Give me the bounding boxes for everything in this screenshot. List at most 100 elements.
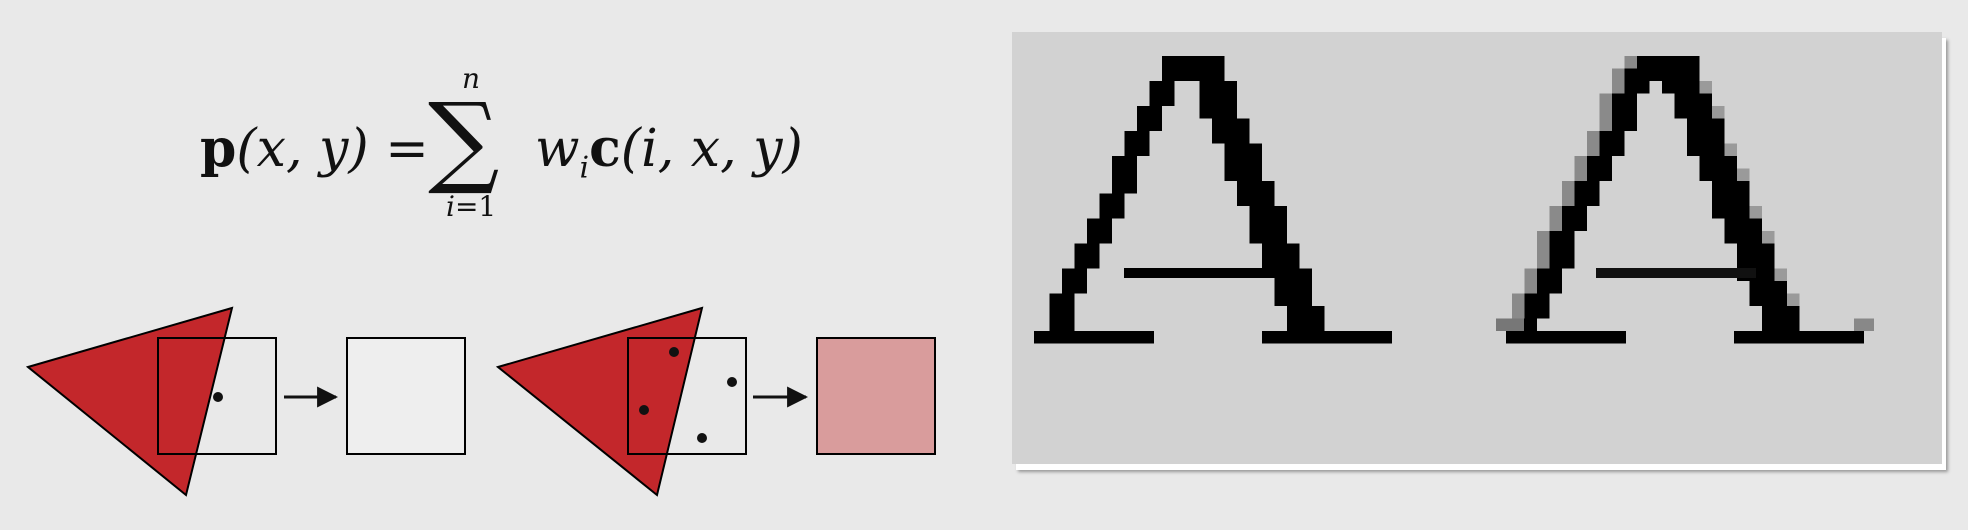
- formula-lhs: p(x, y) =: [200, 118, 429, 179]
- letter-pixel-row: [1137, 118, 1162, 131]
- letter-pixel-row: [1549, 256, 1575, 269]
- sample-point: [213, 392, 223, 402]
- aa-edge-pixel: [1537, 243, 1550, 256]
- letter-pixel-row: [1562, 218, 1587, 231]
- letter-pixel-row: [1187, 56, 1225, 69]
- aa-edge-pixel: [1512, 293, 1525, 306]
- aa-edge-pixel: [1774, 268, 1787, 281]
- letter-pixel-row: [1262, 243, 1300, 256]
- letter-pixel-row: [1074, 256, 1100, 269]
- formula-sigma: ∑: [428, 81, 500, 198]
- formula-p: p: [200, 118, 237, 179]
- letter-pixel-row: [1074, 243, 1100, 256]
- aa-edge-pixel: [1537, 256, 1550, 269]
- letter-pixel-row: [1224, 156, 1262, 169]
- letter-crossbar: [1596, 268, 1756, 278]
- multi-sample-example: [495, 306, 936, 497]
- letter-pixel-row: [1574, 181, 1600, 194]
- letter-pixel-row: [1749, 293, 1787, 306]
- letter-pixel-row: [1137, 106, 1162, 119]
- aa-edge-pixel: [1854, 318, 1874, 331]
- letter-pixel-row: [1249, 206, 1287, 219]
- letter-pixel-row: [1737, 243, 1775, 256]
- formula-lower-var: i: [446, 190, 455, 223]
- aa-edge-pixel: [1496, 318, 1524, 331]
- letter-pixel-row: [1749, 281, 1787, 294]
- aa-edge-pixel: [1599, 118, 1612, 131]
- aa-edge-pixel: [1562, 181, 1575, 194]
- letter-pixel-row: [1674, 93, 1712, 106]
- letter-pixel-row: [1149, 93, 1175, 106]
- letter-pixel-row: [1124, 143, 1150, 156]
- letter-pixel-row: [1712, 181, 1750, 194]
- sample-point: [727, 377, 737, 387]
- letter-pixel-row: [1049, 306, 1075, 319]
- aa-edge-pixel: [1737, 168, 1750, 181]
- output-pixel-empty: [346, 337, 466, 455]
- aa-edge-pixel: [1587, 143, 1600, 156]
- letter-pixel-row: [1199, 81, 1237, 94]
- formula-w-sub: i: [579, 150, 590, 186]
- aa-edge-pixel: [1562, 193, 1575, 206]
- letter-pixel-row: [1112, 156, 1137, 169]
- letter-pixel-row: [1112, 168, 1137, 181]
- letter-pixel-row: [1187, 68, 1225, 81]
- aa-edge-pixel: [1524, 268, 1537, 281]
- aliased-letter-a: [1034, 56, 1392, 344]
- aliasing-comparison-panel: [1012, 32, 1942, 464]
- sample-point: [697, 433, 707, 443]
- letter-pixel-row: [1662, 81, 1700, 94]
- formula-c: c: [589, 118, 621, 179]
- sample-point: [639, 405, 649, 415]
- letter-pixel-row: [1274, 293, 1312, 306]
- aa-edge-pixel: [1524, 281, 1537, 294]
- letter-pixel-row: [1062, 268, 1087, 281]
- formula-rhs: wic(i, x, y): [535, 118, 803, 185]
- letter-pixel-row: [1274, 281, 1312, 294]
- letter-pixel-row: [1712, 206, 1750, 219]
- formula-lower-limit: i=1: [446, 190, 496, 223]
- letter-pixel-row: [1612, 93, 1637, 106]
- letter-pixel-row: [1224, 168, 1262, 181]
- letter-pixel-row: [1199, 93, 1237, 106]
- aa-edge-pixel: [1612, 81, 1625, 94]
- formula-rhs-args: (i, x, y): [620, 119, 803, 179]
- aa-edge-pixel: [1724, 143, 1737, 156]
- aa-edge-pixel: [1749, 206, 1762, 219]
- letter-pixel-row: [1087, 218, 1112, 231]
- aa-edge-pixel: [1599, 106, 1612, 119]
- aa-edge-pixel: [1574, 156, 1587, 169]
- letter-pixel-row: [1699, 168, 1737, 181]
- letter-pixel-row: [1687, 118, 1725, 131]
- antialiased-letter-a: [1496, 56, 1874, 344]
- letter-pixel-row: [1549, 231, 1575, 244]
- letter-pixel-row: [1237, 193, 1275, 206]
- letter-pixel-row: [1062, 281, 1087, 294]
- aa-edge-pixel: [1587, 131, 1600, 144]
- letter-pixel-row: [1249, 218, 1287, 231]
- letter-pixel-row: [1687, 131, 1725, 144]
- aa-edge-pixel: [1712, 106, 1725, 119]
- letter-pixel-row: [1524, 306, 1550, 319]
- formula-lhs-args: (x, y) =: [236, 119, 429, 179]
- letter-pixel-row: [1587, 156, 1612, 169]
- aa-edge-pixel: [1762, 231, 1775, 244]
- aa-edge-pixel: [1549, 206, 1562, 219]
- letter-pixel-row: [1287, 318, 1325, 331]
- sampling-diagram: [25, 306, 936, 497]
- letter-pixel-row: [1537, 281, 1562, 294]
- letter-pixel-row: [1224, 143, 1262, 156]
- letter-pixel-row: [1712, 193, 1750, 206]
- letter-pixel-row: [1724, 218, 1762, 231]
- letter-pixel-row: [1599, 143, 1625, 156]
- letter-pixel-row: [1249, 231, 1287, 244]
- formula-w: w: [535, 119, 580, 179]
- letter-pixel-row: [1737, 256, 1775, 269]
- letter-pixel-row: [1612, 118, 1637, 131]
- letter-pixel-row: [1099, 193, 1125, 206]
- letter-pixel-row: [1612, 106, 1637, 119]
- letter-pixel-row: [1262, 256, 1300, 269]
- aa-edge-pixel: [1574, 168, 1587, 181]
- letter-pixel-row: [1574, 193, 1600, 206]
- pixel-square: [627, 337, 747, 455]
